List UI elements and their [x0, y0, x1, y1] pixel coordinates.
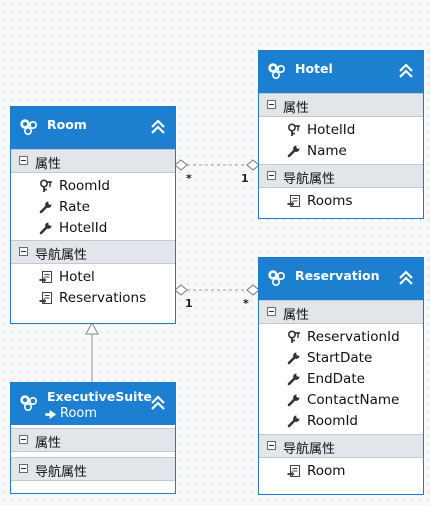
collapse-minus-icon[interactable]: [19, 435, 28, 444]
property-name: ContactName: [307, 392, 400, 408]
section-title: 属性: [283, 101, 310, 116]
collapse-minus-icon[interactable]: [19, 156, 28, 165]
navigation-property-icon: [287, 464, 301, 478]
collapse-chevron-icon[interactable]: [149, 394, 167, 412]
room-hotel-room-multiplicity: *: [186, 172, 192, 185]
room-nav-section-header[interactable]: 导航属性: [11, 240, 175, 264]
property-row[interactable]: RoomId: [11, 176, 175, 197]
executive-suite-properties-section-header[interactable]: 属性: [11, 428, 175, 452]
entity-reservation[interactable]: Reservation 属性 ReservationId StartDate E…: [258, 257, 424, 495]
reservation-properties-section-header[interactable]: 属性: [259, 300, 423, 324]
collapse-chevron-icon[interactable]: [397, 62, 415, 80]
key-icon: [39, 179, 53, 193]
entity-hotel-name: Hotel: [295, 61, 333, 76]
room-properties-section-header[interactable]: 属性: [11, 149, 175, 173]
property-row[interactable]: RoomId: [259, 411, 423, 432]
entity-room-header[interactable]: Room: [11, 107, 175, 149]
property-name: HotelId: [307, 122, 356, 138]
property-row[interactable]: StartDate: [259, 348, 423, 369]
property-row[interactable]: ReservationId: [259, 327, 423, 348]
collapse-minus-icon[interactable]: [267, 171, 276, 180]
section-title: 属性: [283, 308, 310, 323]
nav-property-name: Hotel: [59, 269, 95, 285]
base-type-name: Room: [60, 406, 98, 421]
collapse-minus-icon[interactable]: [19, 247, 28, 256]
property-name: HotelId: [59, 220, 108, 236]
property-name: ReservationId: [307, 329, 400, 345]
nav-property-row[interactable]: Hotel: [11, 267, 175, 288]
entity-reservation-name: Reservation: [295, 268, 380, 283]
navigation-property-icon: [287, 194, 301, 208]
entity-icon: [267, 62, 287, 80]
nav-property-name: Reservations: [59, 290, 147, 306]
nav-property-name: Room: [307, 463, 346, 479]
property-name: StartDate: [307, 350, 373, 366]
entity-executive-suite-header[interactable]: ExecutiveSuite Room: [11, 383, 175, 425]
wrench-icon: [287, 144, 301, 158]
property-row[interactable]: Name: [259, 141, 423, 162]
room-hotel-room-end-diamond: [174, 159, 188, 171]
entity-hotel[interactable]: Hotel 属性 HotelId Name 导航属性 Rooms: [258, 50, 424, 219]
navigation-property-icon: [39, 291, 53, 305]
entity-icon: [19, 394, 39, 412]
wrench-icon: [287, 414, 301, 428]
section-title: 属性: [35, 157, 62, 172]
property-name: EndDate: [307, 371, 365, 387]
room-hotel-hotel-multiplicity: 1: [241, 172, 249, 185]
inheritance-arrowhead: [85, 321, 99, 335]
hotel-nav-section-header[interactable]: 导航属性: [259, 164, 423, 188]
property-name: RoomId: [307, 413, 358, 429]
collapse-chevron-icon[interactable]: [397, 269, 415, 287]
room-reservation-room-end-diamond: [174, 284, 188, 296]
navigation-property-icon: [39, 270, 53, 284]
collapse-minus-icon[interactable]: [267, 100, 276, 109]
entity-icon: [19, 118, 39, 136]
entity-room[interactable]: Room 属性 RoomId Rate HotelId 导航属性 Hotel R…: [10, 106, 176, 324]
nav-property-row[interactable]: Reservations: [11, 288, 175, 309]
section-title: 导航属性: [35, 248, 88, 263]
property-row[interactable]: HotelId: [259, 120, 423, 141]
property-name: RoomId: [59, 178, 110, 194]
key-icon: [287, 330, 301, 344]
key-icon: [287, 123, 301, 137]
nav-property-name: Rooms: [307, 193, 353, 209]
entity-executive-suite-name: ExecutiveSuite: [47, 389, 152, 404]
collapse-chevron-icon[interactable]: [149, 118, 167, 136]
wrench-icon: [39, 221, 53, 235]
entity-icon: [267, 269, 287, 287]
hotel-properties-section-header[interactable]: 属性: [259, 93, 423, 117]
property-row[interactable]: ContactName: [259, 390, 423, 411]
reservation-nav-section-header[interactable]: 导航属性: [259, 434, 423, 458]
executive-suite-nav-section-header[interactable]: 导航属性: [11, 457, 175, 481]
wrench-icon: [287, 351, 301, 365]
property-row[interactable]: Rate: [11, 197, 175, 218]
collapse-minus-icon[interactable]: [19, 464, 28, 473]
property-row[interactable]: HotelId: [11, 218, 175, 239]
entity-hotel-header[interactable]: Hotel: [259, 51, 423, 93]
room-reservation-reservation-multiplicity: *: [243, 297, 249, 310]
property-name: Name: [307, 143, 347, 159]
room-reservation-room-multiplicity: 1: [185, 297, 193, 310]
wrench-icon: [39, 200, 53, 214]
entity-reservation-header[interactable]: Reservation: [259, 258, 423, 300]
section-title: 导航属性: [283, 442, 336, 457]
inheritance-arrow-icon: [45, 408, 58, 421]
collapse-minus-icon[interactable]: [267, 307, 276, 316]
property-name: Rate: [59, 199, 90, 215]
collapse-minus-icon[interactable]: [267, 441, 276, 450]
wrench-icon: [287, 372, 301, 386]
nav-property-row[interactable]: Room: [259, 461, 423, 482]
wrench-icon: [287, 393, 301, 407]
property-row[interactable]: EndDate: [259, 369, 423, 390]
section-title: 导航属性: [35, 465, 88, 480]
entity-room-name: Room: [47, 117, 87, 132]
nav-property-row[interactable]: Rooms: [259, 191, 423, 212]
section-title: 导航属性: [283, 172, 336, 187]
entity-executive-suite[interactable]: ExecutiveSuite Room 属性 导航属性: [10, 382, 176, 494]
section-title: 属性: [35, 436, 62, 451]
